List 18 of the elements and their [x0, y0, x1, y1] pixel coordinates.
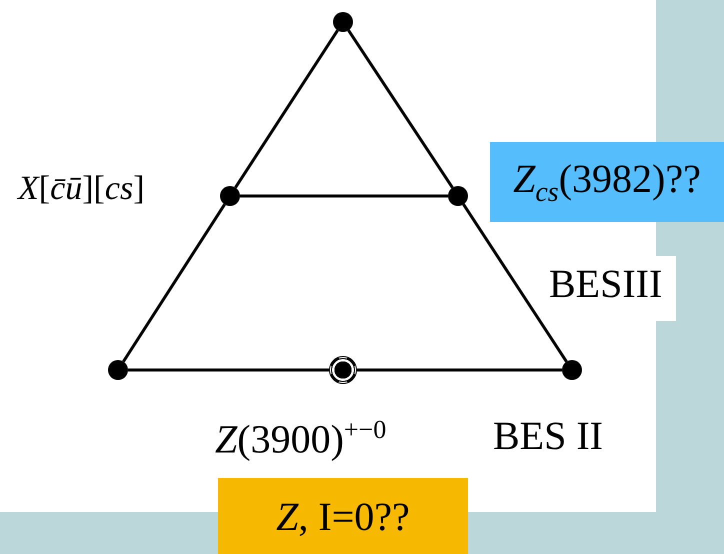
- multiplet-line: [234, 30, 339, 188]
- state-label: BES II: [493, 412, 603, 459]
- state-dot: [108, 360, 128, 380]
- state-dot: [220, 186, 240, 206]
- ringed-state-dot: [329, 356, 357, 384]
- state-label: Z, I=0??: [218, 478, 468, 554]
- multiplet-line: [122, 204, 226, 362]
- multiplet-line: [462, 204, 568, 362]
- multiplet-line: [128, 368, 329, 372]
- state-label: X[c̄ū][cs]: [18, 170, 145, 208]
- multiplet-line: [240, 194, 448, 198]
- state-dot: [333, 12, 353, 32]
- multiplet-line: [357, 368, 562, 372]
- state-dot: [448, 186, 468, 206]
- multiplet-line: [347, 30, 454, 188]
- state-label: Z(3900)$^{+−0}$: [215, 415, 386, 462]
- state-dot: [562, 360, 582, 380]
- state-label: Z$_{cs}$(3982)??: [490, 142, 724, 222]
